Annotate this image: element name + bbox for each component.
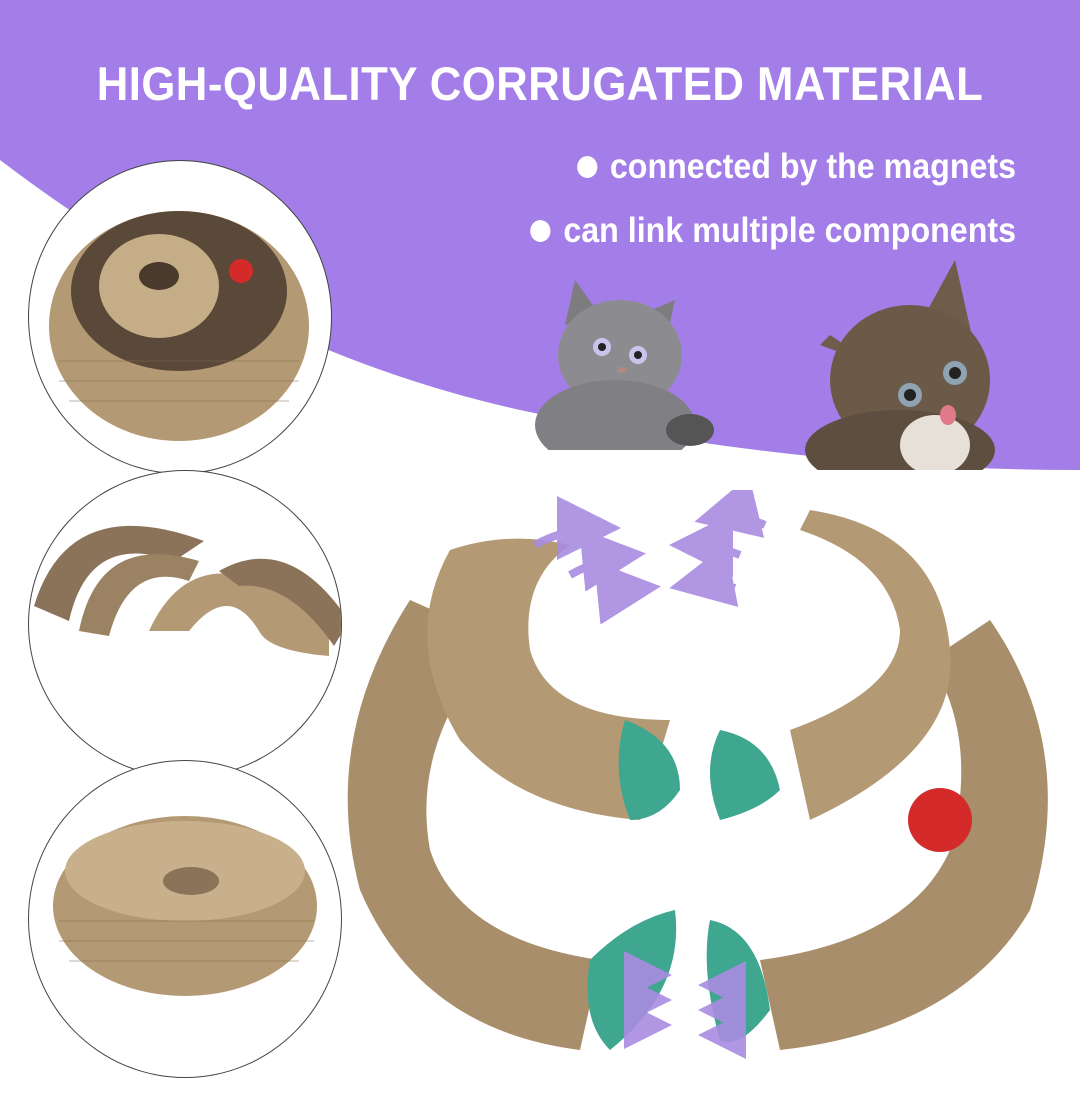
bullet-text: can link multiple components — [563, 211, 1016, 250]
bullet-item: can link multiple components — [530, 199, 1016, 263]
headline: HIGH-QUALITY CORRUGATED MATERIAL — [96, 57, 984, 110]
main-product-image — [347, 490, 1048, 1059]
bullet-text: connected by the magnets — [609, 147, 1016, 186]
thumbnail-donut — [28, 760, 342, 1078]
thumbnail-arches — [28, 470, 342, 778]
bullet-item: connected by the magnets — [530, 135, 1016, 199]
thumbnail-nested-ring — [28, 160, 332, 474]
feature-bullets: connected by the magnets can link multip… — [488, 135, 1016, 263]
bullet-dot-icon — [576, 156, 597, 178]
tabby-kitten-image — [805, 260, 995, 470]
gray-kitten-image — [535, 280, 714, 450]
bullet-dot-icon — [530, 220, 551, 242]
